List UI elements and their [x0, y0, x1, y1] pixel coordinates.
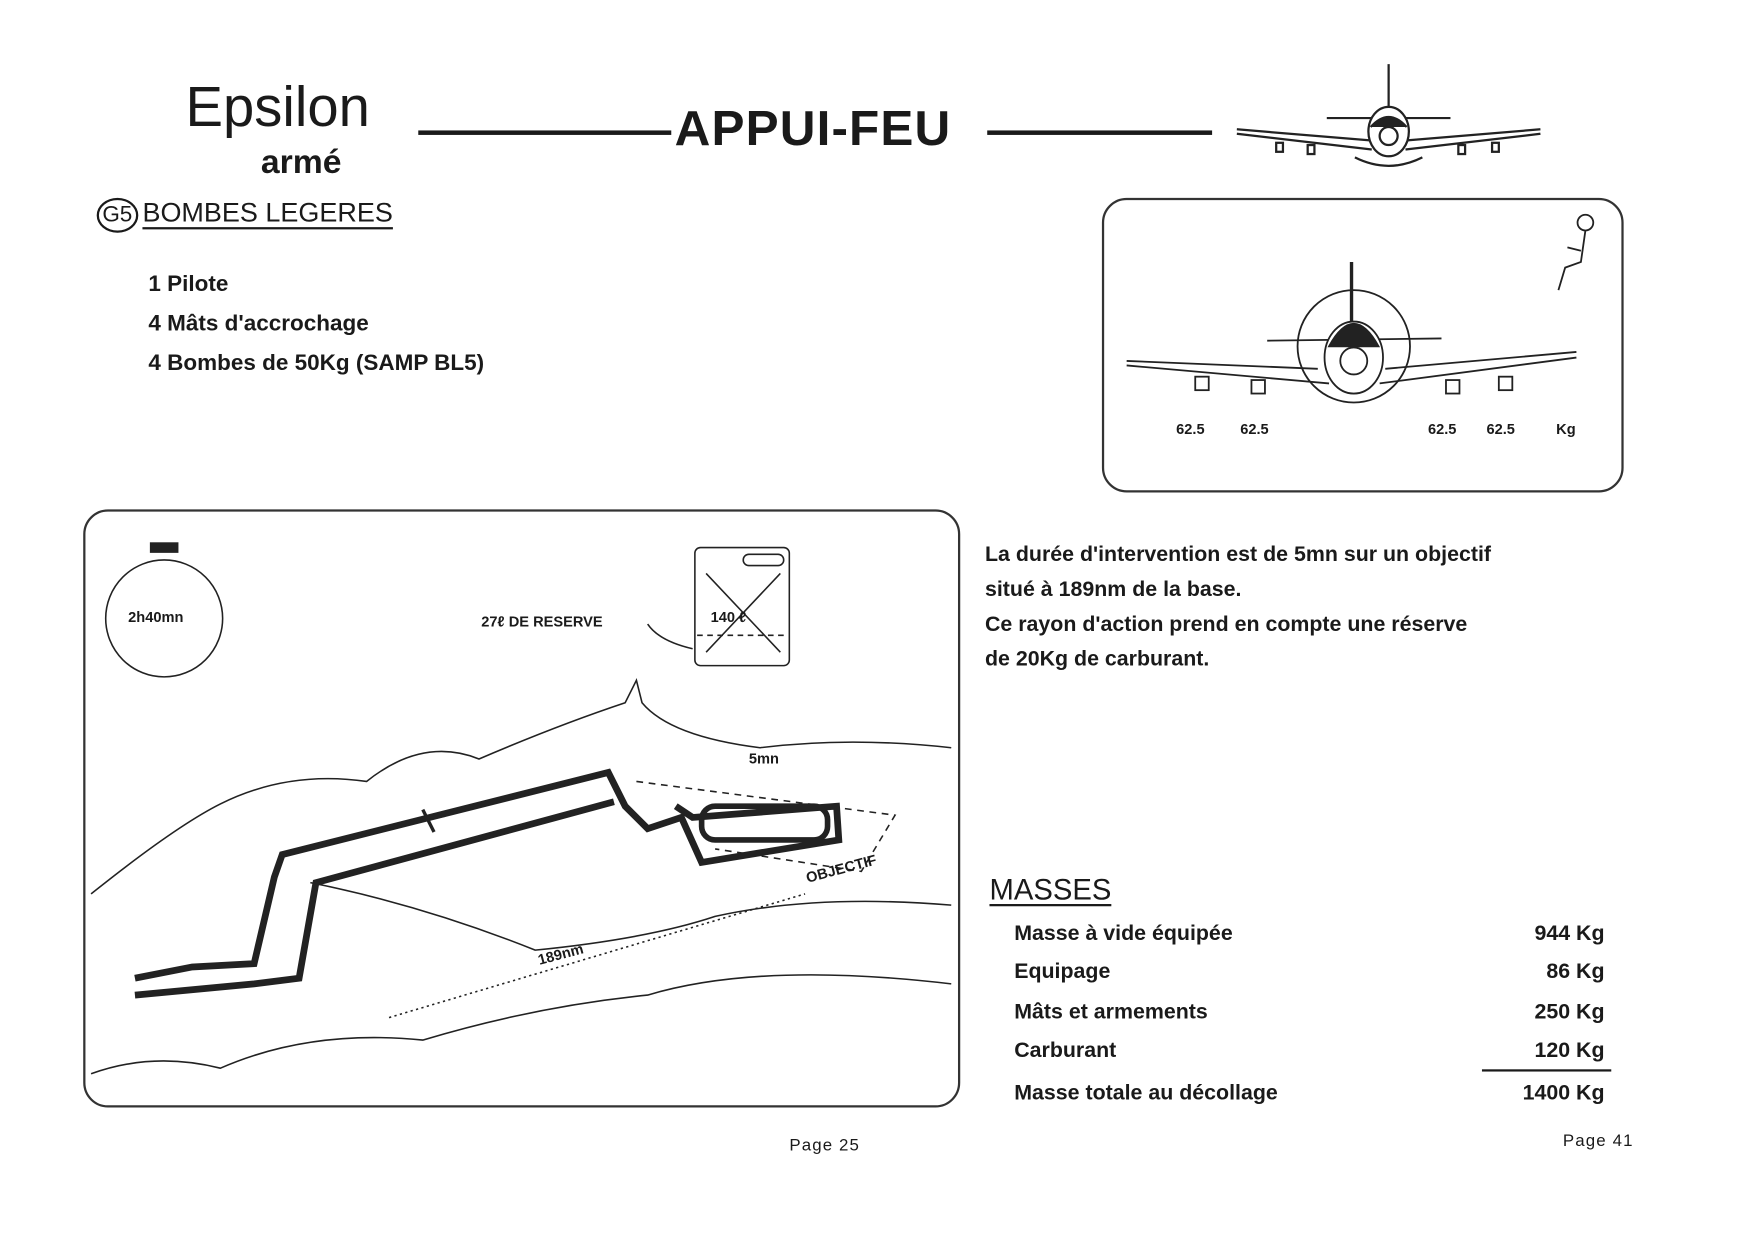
section-title: BOMBES LEGERES	[142, 197, 393, 229]
mass-row: Equipage 86 Kg	[1014, 960, 1604, 985]
mass-row: Masse à vide équipée 944 Kg	[1014, 922, 1604, 947]
mass-value: 944 Kg	[1534, 922, 1605, 946]
page-number-left: Page 25	[789, 1135, 861, 1155]
reserve-label: 27ℓ DE RESERVE	[481, 612, 603, 630]
page-number-right: Page 41	[1562, 1131, 1634, 1151]
mass-label: Masse à vide équipée	[1014, 922, 1233, 946]
sum-rule	[1481, 1069, 1612, 1072]
loadout-list: 1 Pilote 4 Mâts d'accrochage 4 Bombes de…	[148, 265, 484, 383]
description-line: La durée d'intervention est de 5mn sur u…	[984, 543, 1492, 567]
title-rule-right	[987, 130, 1213, 135]
mass-label: Equipage	[1014, 960, 1111, 984]
mass-row: Carburant 120 Kg	[1014, 1039, 1604, 1064]
mass-value: 120 Kg	[1534, 1038, 1605, 1063]
loadout-item: 1 Pilote	[148, 272, 229, 297]
weight-unit: Kg	[1556, 420, 1576, 438]
pylon-weight: 62.5	[1176, 420, 1205, 438]
mass-total-row: Masse totale au décollage 1400 Kg	[1014, 1082, 1604, 1107]
loadout-item: 4 Bombes de 50Kg (SAMP BL5)	[148, 350, 485, 376]
description-line: de 20Kg de carburant.	[984, 647, 1210, 672]
mass-label: Mâts et armements	[1014, 1000, 1208, 1025]
title-rule-left	[418, 130, 672, 135]
aircraft-front-icon	[1236, 64, 1541, 167]
mass-value: 250 Kg	[1534, 1000, 1605, 1025]
loiter-time: 5mn	[748, 749, 779, 767]
mission-route-drawing	[90, 542, 952, 1075]
mass-value: 1400 Kg	[1522, 1081, 1605, 1106]
stopwatch-icon	[104, 559, 224, 678]
loadout-item: 4 Mâts d'accrochage	[148, 311, 369, 337]
pylon-weight: 62.5	[1427, 420, 1457, 438]
mass-row: Mâts et armements 250 Kg	[1014, 1001, 1604, 1026]
pylon-diagram: 62.5 62.5 62.5 62.5 Kg	[1101, 197, 1624, 493]
pylon-weight: 62.5	[1486, 420, 1515, 438]
description-line: situé à 189nm de la base.	[984, 577, 1242, 602]
aircraft-pylon-drawing	[1126, 213, 1595, 404]
logo-epsilon: Epsilon	[185, 75, 370, 139]
section-code: G5	[96, 197, 138, 233]
mission-duration: 2h40mn	[128, 608, 184, 626]
mission-description: La durée d'intervention est de 5mn sur u…	[985, 537, 1491, 676]
page-title: APPUI-FEU	[674, 101, 952, 157]
logo-subtitle: armé	[260, 143, 342, 182]
mass-label: Masse totale au décollage	[1014, 1081, 1278, 1106]
mass-label: Carburant	[1014, 1038, 1117, 1063]
mass-value: 86 Kg	[1546, 960, 1605, 984]
mission-profile-diagram: 2h40mn 27ℓ DE RESERVE 140 ℓ 5mn OBJECTIF…	[83, 509, 961, 1108]
masses-title: MASSES	[989, 872, 1112, 907]
pylon-weight: 62.5	[1240, 420, 1269, 438]
fuel-capacity: 140 ℓ	[710, 608, 747, 626]
jerrycan-icon	[694, 546, 791, 667]
description-line: Ce rayon d'action prend en compte une ré…	[984, 612, 1468, 637]
